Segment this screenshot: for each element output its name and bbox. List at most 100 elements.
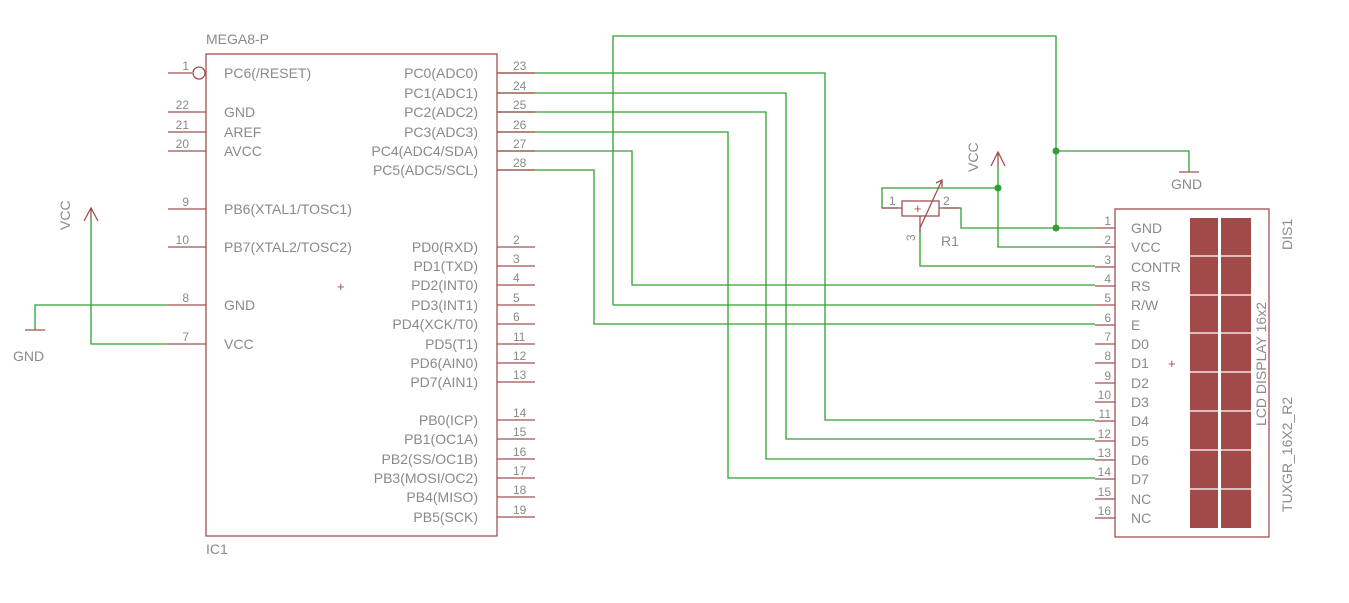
gnd-symbol-left: GND	[13, 329, 45, 364]
lcd-display-window	[1190, 218, 1251, 528]
vcc-symbol-pot: VCC	[965, 142, 1006, 172]
ic1-pin-15: 15 PB1(OC1A)	[404, 425, 535, 447]
dis1-pin-label: NC	[1131, 491, 1151, 507]
r1-pin3-num: 3	[904, 234, 918, 241]
ic1-pin-number: 9	[182, 195, 189, 209]
ic1-pin-number: 13	[513, 368, 527, 382]
dis1-pin-number: 3	[1104, 253, 1111, 267]
wire-gnd-right	[1056, 150, 1190, 172]
ic1-pin-label: VCC	[224, 336, 254, 352]
dis1-pin-label: D2	[1131, 375, 1149, 391]
dis1-pin-number: 4	[1104, 272, 1111, 286]
ic1-pin-number: 4	[513, 271, 520, 285]
ic1-pin-label: PD1(TXD)	[413, 258, 478, 274]
vcc-label-pot: VCC	[965, 142, 981, 172]
ic1-pin-number: 8	[182, 291, 189, 305]
ic1-pin-number: 11	[513, 330, 526, 344]
gnd-symbol-right: GND	[1171, 171, 1202, 192]
r1-ref: R1	[941, 233, 959, 249]
ic1-pin-label: PC6(/RESET)	[224, 65, 311, 81]
ic1-pin-label: PD4(XCK/T0)	[392, 316, 478, 332]
ic1-pin-number: 24	[513, 79, 527, 93]
dis1-pin-label: NC	[1131, 510, 1151, 526]
dis1-pin-label: D0	[1131, 336, 1149, 352]
ic1-pin-number: 20	[176, 137, 190, 151]
ic1-pin-label: AREF	[224, 124, 261, 140]
dis1-pin-number: 10	[1098, 388, 1112, 402]
ic1-pin-label: PD3(INT1)	[411, 297, 478, 313]
dis1-pin-label: D3	[1131, 394, 1149, 410]
ic1-part-name: MEGA8-P	[206, 31, 269, 47]
wire-gnd-net	[612, 35, 1095, 305]
r1-potentiometer[interactable]: + 1 2 3 R1	[882, 178, 959, 249]
ic1-pin-number: 27	[513, 137, 527, 151]
wire-pc0-d4	[497, 72, 1095, 421]
ic1-pin-number: 3	[513, 252, 520, 266]
dis1-pin-label: E	[1131, 317, 1140, 333]
ic1-pin-label: PD5(T1)	[425, 336, 478, 352]
dis1-origin-marker: +	[1168, 356, 1176, 371]
dis1-pin-number: 8	[1104, 349, 1111, 363]
ic1-pin-label: PC1(ADC1)	[404, 85, 478, 101]
dis1-pin-number: 13	[1098, 446, 1112, 460]
ic1-pin-label: GND	[224, 297, 255, 313]
dis1-pin-label: D4	[1131, 413, 1149, 429]
wire-pc4-rs	[497, 150, 1095, 286]
ic1-pin-label: PC2(ADC2)	[404, 104, 478, 120]
wire-pc5-e	[497, 169, 1095, 325]
ic1-pin-label: PD6(AIN0)	[410, 355, 478, 371]
ic1-pin-number: 12	[513, 349, 527, 363]
dis1-pin-label: D6	[1131, 452, 1149, 468]
ic1-pin-label: AVCC	[224, 143, 262, 159]
r1-origin-marker: +	[914, 201, 922, 216]
dis1-pin-number: 1	[1104, 214, 1111, 228]
ic1-right-pins: 23PC0(ADC0)24PC1(ADC1)25PC2(ADC2)26PC3(A…	[371, 59, 535, 525]
ic1-pin-label: PB1(OC1A)	[404, 431, 478, 447]
ic1-pin-20: 20 AVCC	[168, 137, 262, 159]
dis1-pin-number: 11	[1099, 407, 1112, 421]
wire-vcc-pot	[997, 167, 1095, 248]
lcd-column-right	[1221, 218, 1251, 528]
lcd-cell-grid	[1190, 255, 1251, 490]
ic1-body	[205, 53, 498, 537]
wire-pot-pin2	[943, 207, 1056, 229]
ic1-pin-label: GND	[224, 104, 255, 120]
dis1-pin-number: 15	[1098, 485, 1112, 499]
ic1-pin-11: 11 PD5(T1)	[425, 330, 535, 352]
ic1-pin-number: 15	[513, 425, 527, 439]
ic1-pin-number: 26	[513, 118, 527, 132]
ic1-ref: IC1	[206, 541, 228, 557]
ic1-pin-label: PB4(MISO)	[406, 489, 478, 505]
ic1-pin-number: 23	[513, 59, 527, 73]
r1-pin2-num: 2	[943, 194, 950, 208]
gnd-label-left: GND	[13, 348, 44, 364]
junction-gnd-top	[1052, 147, 1060, 155]
ic1-pin-number: 2	[513, 233, 520, 247]
ic1-pin-12: 12 PD6(AIN0)	[410, 349, 535, 371]
ic1-pin-number: 19	[513, 503, 527, 517]
ic1-pin-number: 5	[513, 291, 520, 305]
dis1-pin-label: D5	[1131, 433, 1149, 449]
dis1-pin-13: 13 D6	[1095, 446, 1149, 468]
dis1-pin-15: 15 NC	[1095, 485, 1151, 507]
gnd-label-right: GND	[1171, 176, 1202, 192]
